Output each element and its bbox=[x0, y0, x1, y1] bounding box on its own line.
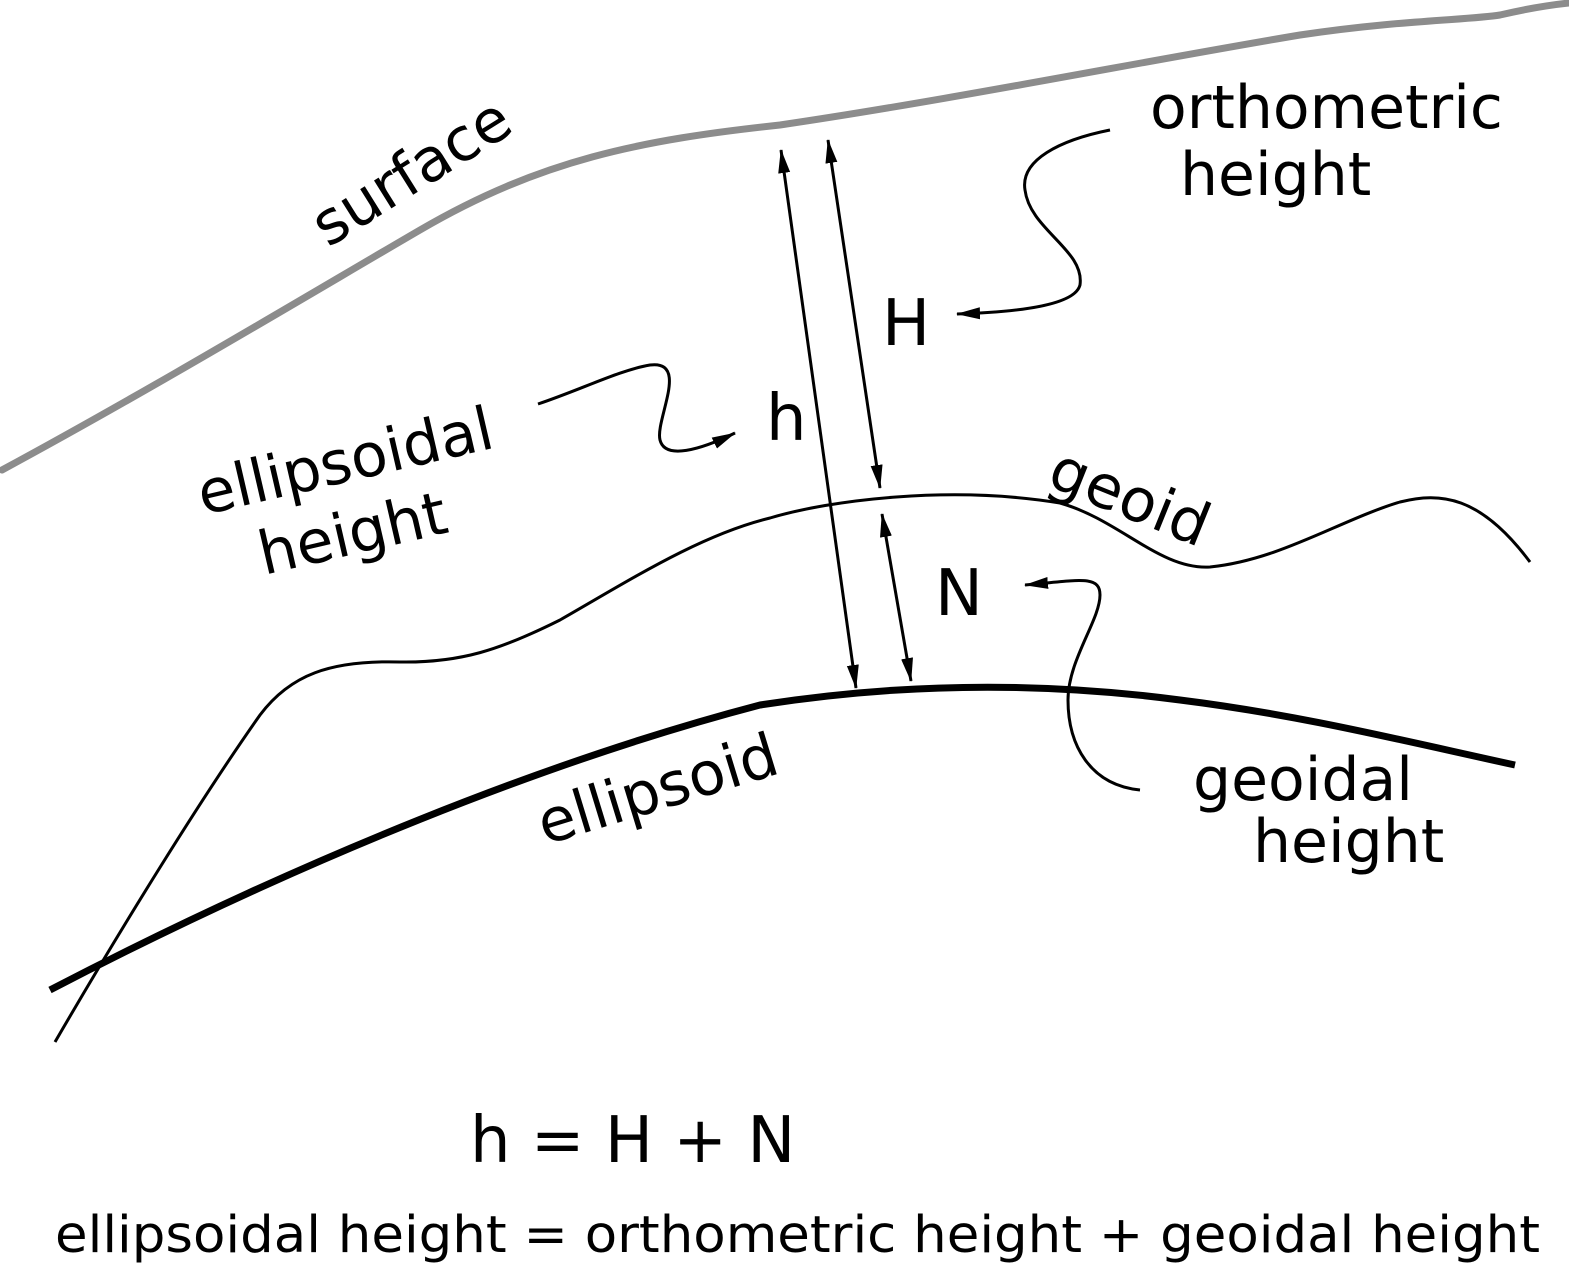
ellipsoid-label: ellipsoid bbox=[529, 720, 786, 859]
geoid-label: geoid bbox=[1039, 434, 1220, 561]
verbal-equation: ellipsoidal height = orthometric height … bbox=[55, 1206, 1540, 1265]
geoidal-label-line1: geoidal bbox=[1193, 745, 1413, 815]
N-symbol: N bbox=[935, 557, 983, 631]
geoid-line bbox=[53, 493, 1532, 1043]
geoidal-label-line2: height bbox=[1253, 807, 1444, 877]
symbolic-equation: h = H + N bbox=[470, 1104, 795, 1178]
N-double-arrow bbox=[880, 513, 913, 682]
H-double-arrow bbox=[825, 139, 883, 489]
orthometric-leader-arrow bbox=[956, 128, 1111, 320]
ellipsoid-line bbox=[48, 683, 1516, 994]
H-symbol: H bbox=[882, 287, 930, 361]
h-symbol: h bbox=[766, 382, 807, 456]
surface-line bbox=[0, 0, 1569, 474]
ellipsoidal-leader-arrow bbox=[537, 363, 736, 453]
h-double-arrow bbox=[778, 149, 859, 689]
orthometric-label-line2: height bbox=[1180, 140, 1371, 210]
orthometric-label-line1: orthometric bbox=[1150, 73, 1503, 143]
geoidal-leader-arrow bbox=[1024, 576, 1141, 792]
